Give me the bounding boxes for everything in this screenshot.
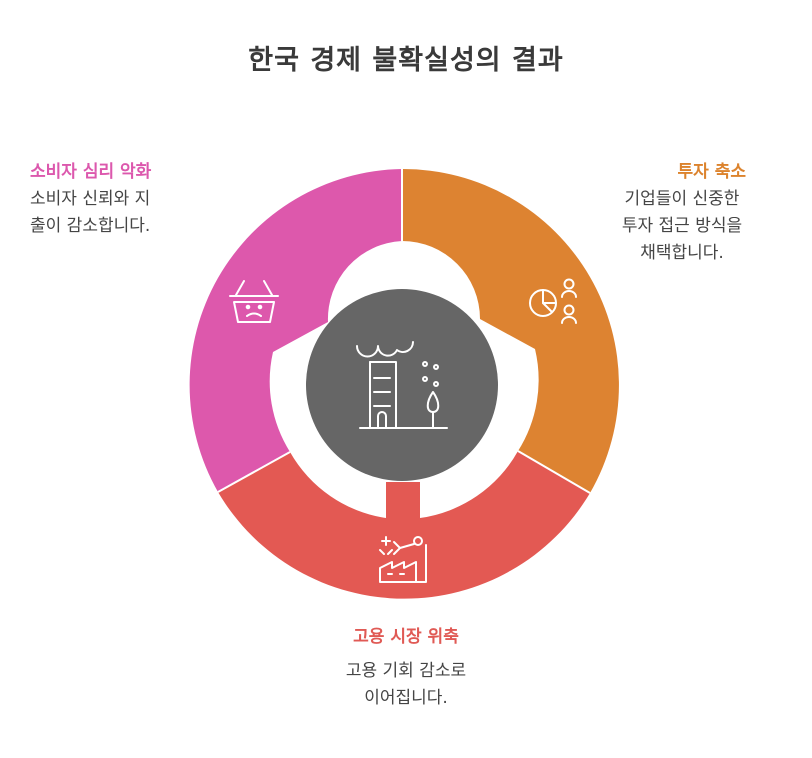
polluted-city-icon [356,341,448,429]
center-circle [306,289,498,481]
sad-basket-icon [229,280,279,323]
factory-robot-arm-icon [379,536,427,583]
consumption-heading: 소비자 심리 악화 [30,162,152,182]
segment-consumption [189,169,402,492]
pie-chart-people-icon [529,278,577,324]
investment-heading: 투자 축소 [677,162,746,182]
segment-employment [218,451,590,599]
segment-investment [402,168,619,493]
consumption-description: 소비자 신뢰와 지 출이 감소합니다. [30,189,151,236]
investment-description: 기업들이 신중한 투자 접근 방식을 채택합니다. [621,189,743,263]
segment-dividers [217,169,591,494]
employment-heading: 고용 시장 위축 [353,627,459,647]
employment-description: 고용 기회 감소로 이어집니다. [345,661,467,708]
page-title: 한국 경제 불확실성의 결과 [248,45,564,76]
